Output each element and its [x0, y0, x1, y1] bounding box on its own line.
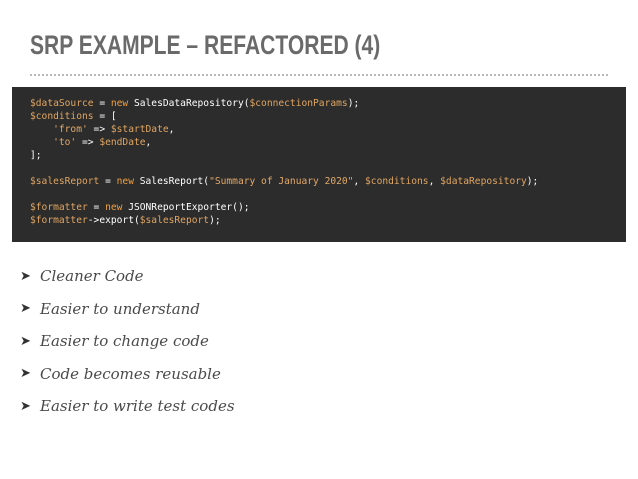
bullet-text: Easier to change code — [40, 332, 209, 351]
code-token: = [ — [93, 111, 117, 122]
arrow-bullet-icon: ➤ — [20, 366, 31, 382]
bullet-item: ➤ Cleaner Code — [20, 260, 235, 293]
code-token: , — [168, 124, 175, 135]
code-token: $dataSource — [30, 98, 94, 109]
code-token: SalesDataRepository( — [128, 98, 250, 109]
bullet-item: ➤ Easier to understand — [20, 293, 235, 326]
code-token: $endDate — [99, 137, 146, 148]
bullet-item: ➤ Easier to write test codes — [20, 390, 235, 423]
code-token: $conditions — [365, 176, 429, 187]
arrow-bullet-icon: ➤ — [20, 268, 31, 284]
code-line: $conditions = [ — [30, 110, 626, 123]
code-token: $salesReport — [30, 176, 100, 187]
code-token: ); — [347, 98, 360, 109]
code-token: 'from' — [53, 124, 88, 135]
code-token: = — [93, 98, 111, 109]
code-token: , — [353, 176, 366, 187]
code-line: $dataSource = new SalesDataRepository($c… — [30, 97, 626, 110]
code-block: $dataSource = new SalesDataRepository($c… — [12, 87, 626, 242]
code-line: $salesReport = new SalesReport("Summary … — [30, 175, 626, 188]
code-token: ); — [209, 215, 221, 226]
bullet-list: ➤ Cleaner Code ➤ Easier to understand ➤ … — [20, 260, 235, 423]
code-line: 'to' => $endDate, — [30, 136, 626, 149]
code-token: => — [76, 137, 100, 148]
code-token: ); — [526, 176, 539, 187]
code-token: $formatter — [30, 202, 88, 213]
code-line: 'from' => $startDate, — [30, 123, 626, 136]
code-token: $startDate — [110, 124, 169, 135]
code-line: $formatter->export($salesReport); — [30, 214, 626, 227]
code-token: new — [110, 98, 129, 109]
code-token: $salesReport — [139, 215, 210, 226]
title-divider — [30, 74, 608, 76]
code-token: ->export( — [87, 215, 140, 226]
code-line — [30, 188, 626, 201]
code-token: ]; — [30, 150, 42, 161]
code-token: => — [87, 124, 111, 135]
code-token: = — [87, 202, 106, 213]
bullet-item: ➤ Code becomes reusable — [20, 358, 235, 391]
arrow-bullet-icon: ➤ — [20, 398, 31, 414]
arrow-bullet-icon: ➤ — [20, 301, 31, 317]
bullet-item: ➤ Easier to change code — [20, 325, 235, 358]
code-line: ]; — [30, 149, 626, 162]
bullet-text: Easier to understand — [40, 299, 200, 318]
code-line: $formatter = new JSONReportExporter(); — [30, 201, 626, 214]
bullet-text: Code becomes reusable — [40, 364, 221, 383]
code-token — [30, 124, 53, 135]
code-token — [30, 137, 53, 148]
arrow-bullet-icon: ➤ — [20, 333, 31, 349]
code-token: $conditions — [30, 111, 94, 122]
code-token: "Summary of January 2020" — [209, 176, 354, 187]
code-token: SalesReport( — [133, 176, 210, 187]
code-token: $formatter — [30, 215, 88, 226]
code-token: $dataRepository — [440, 176, 527, 187]
code-token: $connectionParams — [249, 98, 348, 109]
code-token: , — [428, 176, 441, 187]
code-token: JSONReportExporter(); — [122, 202, 250, 213]
bullet-text: Easier to write test codes — [40, 397, 235, 416]
code-line — [30, 162, 626, 175]
code-token: 'to' — [53, 137, 77, 148]
code-token: new — [105, 202, 123, 213]
code-token: new — [116, 176, 134, 187]
code-token: , — [145, 137, 152, 148]
code-token: = — [99, 176, 117, 187]
bullet-text: Cleaner Code — [40, 267, 144, 286]
slide-title: SRP EXAMPLE – REFACTORED (4) — [30, 30, 381, 60]
